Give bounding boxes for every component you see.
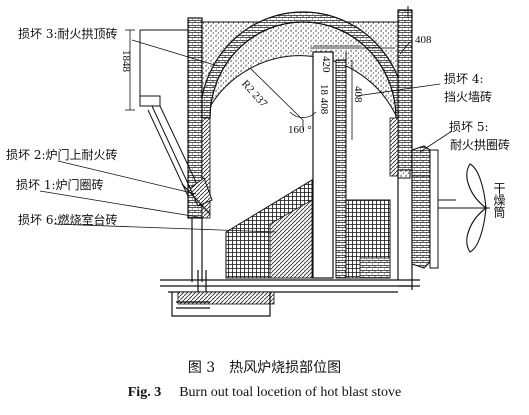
caption-en-number: Fig. 3 xyxy=(127,385,162,400)
label-damage-4-line2: 挡火墙砖 xyxy=(444,90,493,104)
insulation-fill xyxy=(193,21,411,179)
dim-top-right: 408 xyxy=(415,34,432,46)
caption-cn-number: 图 3 xyxy=(187,360,216,376)
label-damage-4-line1: 损坏 4: xyxy=(444,72,484,86)
label-damage-5-line2: 耐火拱圈砖 xyxy=(450,138,511,152)
dimension-lines xyxy=(125,29,395,130)
leader-lines xyxy=(39,39,453,233)
label-dryer: 干燥筒 xyxy=(492,182,506,218)
dim-height-left: 1848 xyxy=(120,50,132,72)
caption-english: Fig. 3 Burn out toal locetion of hot blas… xyxy=(0,385,529,401)
dim-wall-c: 408 xyxy=(352,86,364,103)
dim-wall-b: 18 408 xyxy=(318,84,330,115)
dryer-fan-icon xyxy=(438,163,490,253)
caption-cn-title: 热风炉烧损部位图 xyxy=(229,360,342,376)
dim-angle: 160 ° xyxy=(288,124,312,136)
caption-en-title: Burn out toal locetion of hot blast stov… xyxy=(179,385,402,400)
fire-wall xyxy=(312,45,360,279)
door-frame xyxy=(139,29,213,215)
left-wall xyxy=(187,17,211,282)
label-damage-6: 损坏 6:燃烧室台砖 xyxy=(18,213,118,227)
burner-ring xyxy=(411,145,439,269)
combustion-chamber-steps xyxy=(225,179,391,279)
label-damage-5-line1: 损坏 5: xyxy=(449,120,489,134)
dim-wall-a: 420 xyxy=(320,56,332,73)
caption-chinese: 图 3 热风炉烧损部位图 xyxy=(0,357,529,377)
label-damage-2: 损坏 2:炉门上耐火砖 xyxy=(6,148,118,162)
stove-cross-section-diagram xyxy=(39,6,490,317)
label-damage-3: 损坏 3:耐火拱顶砖 xyxy=(18,27,118,41)
label-damage-1: 损坏 1:炉门圈砖 xyxy=(16,178,104,192)
stove-base xyxy=(160,270,420,317)
